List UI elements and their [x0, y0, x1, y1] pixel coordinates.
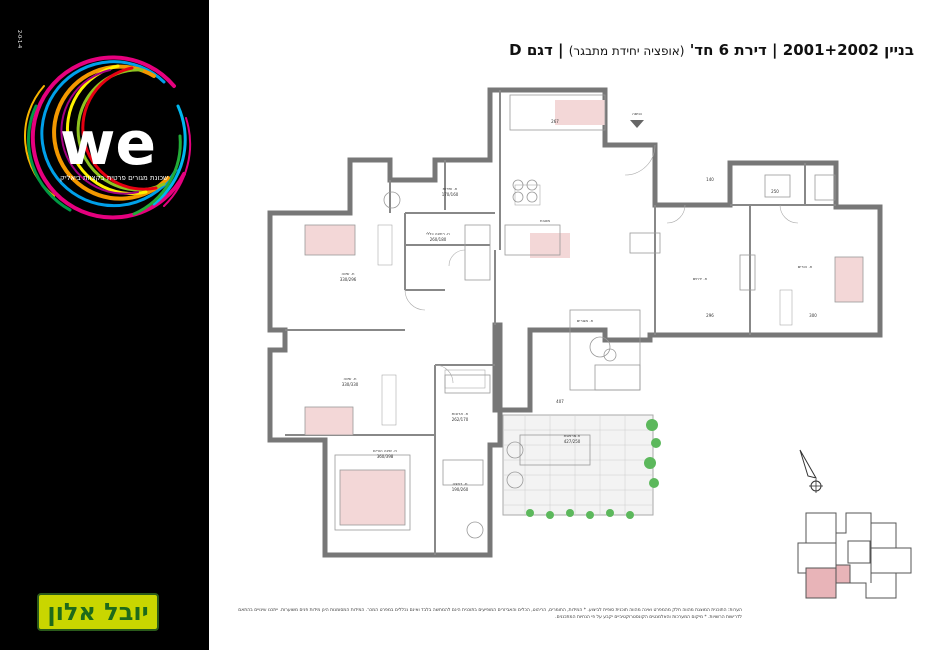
brand-logo: יובל אלון	[37, 593, 159, 631]
room-1-size: 360/398	[377, 454, 394, 459]
room-3-name: ח. רחצה	[452, 481, 467, 486]
page-title: בניין 2001+2002 | דירת 6 חד' (אופציה יחי…	[509, 41, 914, 59]
room-2-size: 262/170	[452, 417, 469, 422]
room-8-name: ח. ירחים	[693, 276, 708, 281]
room-0-size: 330/330	[342, 382, 359, 387]
planter-plants	[526, 419, 661, 519]
key-plan	[797, 512, 912, 599]
title-suffix: (אופציה יחידת מתבגר)	[568, 44, 685, 58]
dim-4: 300	[809, 313, 817, 318]
room-10-name: ח. שירות	[443, 186, 458, 191]
page-number: 2-0-1-4	[16, 30, 22, 49]
we-logo: we	[23, 55, 192, 220]
entrance-label: כניסה	[632, 111, 642, 116]
dim-5: 407	[556, 399, 564, 404]
dimension-labels: 267 140 250 296 300 407	[551, 119, 817, 404]
room-4-name: ח. שינה	[341, 271, 354, 276]
dim-3: 296	[706, 313, 714, 318]
room-4-size: 330/296	[340, 277, 357, 282]
balcony-deck	[502, 414, 661, 519]
brand-name: יובל אלון	[47, 598, 149, 626]
door-swings	[404, 144, 799, 384]
room-9-name: ח. הורים	[798, 264, 813, 269]
footnote: הערות: התוכנית המוצגת מהווה חלק מהמפרט ו…	[238, 608, 742, 620]
logo-word: we	[60, 109, 156, 179]
room-labels: ח. שינה 330/330 ח. שינה הורים 360/398 ח.…	[340, 186, 813, 492]
dim-2: 250	[771, 189, 779, 194]
inner-walls	[285, 90, 836, 555]
closets	[377, 184, 793, 426]
north-arrow-icon	[799, 449, 823, 493]
dim-0: 267	[551, 119, 559, 124]
title-model: | דגם D	[509, 41, 569, 59]
room-11-name: ח. רחצה כללי	[426, 231, 450, 236]
title-main: בניין 2001+2002 | דירת 6 חד'	[684, 41, 914, 59]
outer-walls	[267, 87, 883, 558]
room-5-name: ח.מרפסת	[564, 433, 581, 438]
entrance-arrow	[630, 120, 644, 128]
room-6-name: ח. מגורים	[577, 318, 594, 323]
dim-1: 140	[706, 177, 714, 182]
room-2-name: ח. ארונות	[452, 411, 469, 416]
room-3-size: 190/260	[452, 487, 469, 492]
room-10-size: 170/160	[442, 192, 459, 197]
beds	[305, 100, 863, 525]
highlighted-unit	[805, 567, 837, 599]
floor-plan: כניסה ח. שינה 330/330 ח. שינה הורים 360/…	[267, 87, 883, 558]
room-5-size: 427/250	[564, 439, 581, 444]
room-11-size: 260/180	[430, 237, 447, 242]
logo-tagline: שכונת מגורים פרטית בקצוות ביאליק	[60, 174, 168, 182]
sidebar: 2-0-1-4 we שכונת מגורים פרטית בקצוות ביא…	[0, 0, 209, 650]
room-7-name: מטבח	[540, 218, 551, 223]
room-1-name: ח. שינה הורים	[373, 448, 397, 453]
room-0-name: ח. שינה	[343, 376, 356, 381]
